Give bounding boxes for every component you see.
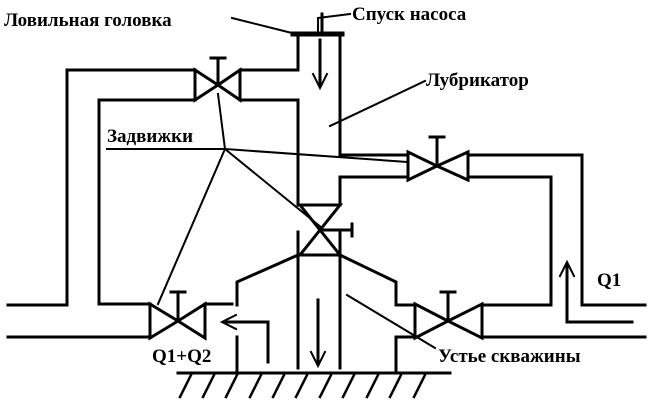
lubricator-body (240, 36, 408, 205)
top-left-pipe (8, 70, 298, 337)
label-lubricator: Лубрикатор (426, 70, 529, 91)
leader-lines (107, 14, 435, 348)
valve-center (300, 205, 352, 255)
flow-arrow-left-bottom (222, 315, 268, 362)
label-q1-q2: Q1+Q2 (152, 346, 211, 367)
valve-bottom-left (150, 292, 205, 338)
label-pump-descent: Спуск насоса (352, 4, 467, 25)
ground-line (178, 373, 450, 397)
flow-arrow-down-center (311, 300, 325, 366)
label-q1: Q1 (597, 270, 621, 291)
label-wellhead: Устье скважины (438, 346, 581, 367)
valve-right (408, 137, 468, 180)
label-fishing-head: Ловильная головка (4, 10, 172, 31)
label-valves: Задвижки (107, 126, 193, 147)
wellhead-body (237, 232, 415, 370)
pump-descent-arrow (313, 40, 327, 88)
valve-bottom-right (415, 292, 482, 338)
right-pipe (468, 155, 645, 337)
